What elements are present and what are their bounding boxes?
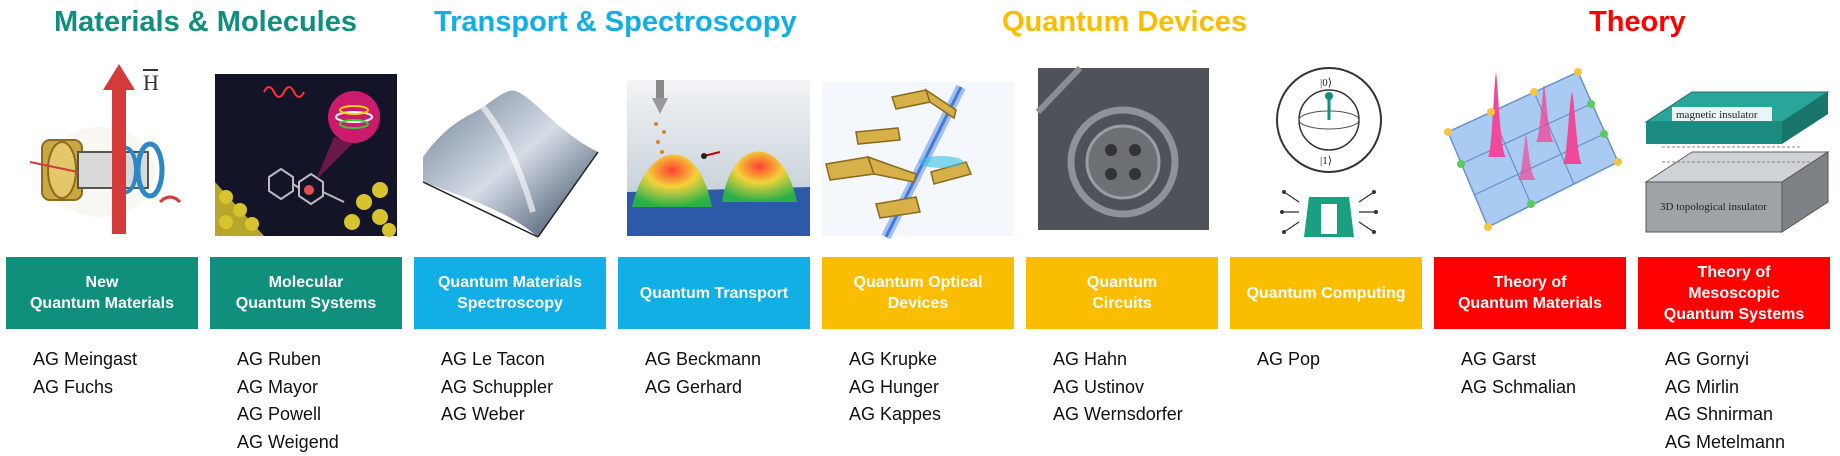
category-title-theory: Theory xyxy=(1589,6,1686,38)
group-item[interactable]: AG Wernsdorfer xyxy=(1053,404,1183,424)
box-line: Quantum Transport xyxy=(639,284,789,302)
box-line: Circuits xyxy=(1092,295,1152,312)
group-list: AG Le Tacon AG Schuppler AG Weber xyxy=(441,346,553,429)
group-list: AG Garst AG Schmalian xyxy=(1461,346,1576,401)
illustration-circuit-micrograph xyxy=(1020,62,1218,242)
box-line: Quantum Materials xyxy=(29,295,175,312)
box-line: Molecular xyxy=(268,274,344,291)
group-item[interactable]: AG Fuchs xyxy=(33,376,114,397)
column-quantum-computing: |0⟩ |1⟩ Quantum Computing AG Pop xyxy=(1224,0,1422,456)
group-item[interactable]: AG Gerhard xyxy=(645,376,743,397)
group-item[interactable]: AG Mirlin xyxy=(1665,376,1740,397)
group-item[interactable]: AG Schmalian xyxy=(1461,376,1577,397)
group-item[interactable]: AG Pop xyxy=(1257,349,1321,369)
magnetic-insulator-label: magnetic insulator xyxy=(1676,109,1758,121)
group-item[interactable]: AG Kappes xyxy=(849,404,942,424)
box-line: Quantum xyxy=(1086,274,1158,291)
box-line: Quantum Systems xyxy=(235,295,377,312)
box-line: Mesoscopic xyxy=(1688,284,1780,302)
group-list: AG Gornyi AG Mirlin AG Shnirman AG Metel… xyxy=(1665,346,1785,456)
group-list: AG Ruben AG Mayor AG Powell AG Weigend xyxy=(237,346,339,456)
group-list: AG Beckmann AG Gerhard xyxy=(645,346,761,401)
box-theory-of-quantum-materials[interactable]: Theory of Quantum Materials xyxy=(1434,257,1626,329)
column-quantum-transport: Quantum Transport AG Beckmann AG Gerhard xyxy=(612,0,810,456)
box-quantum-computing[interactable]: Quantum Computing xyxy=(1230,257,1422,329)
group-item[interactable]: AG Mayor xyxy=(237,376,319,397)
group-item[interactable]: AG Gornyi xyxy=(1665,349,1750,369)
group-list: AG Hahn AG Ustinov AG Wernsdorfer xyxy=(1053,346,1183,429)
group-item[interactable]: AG Krupke xyxy=(849,349,938,369)
category-title-materials: Materials & Molecules xyxy=(54,6,357,38)
group-item[interactable]: AG Weigend xyxy=(237,431,339,452)
illustration-magnetometer: H xyxy=(0,62,198,242)
group-item[interactable]: AG Ustinov xyxy=(1053,376,1145,397)
group-item[interactable]: AG Hahn xyxy=(1053,349,1128,369)
group-list: AG Meingast AG Fuchs xyxy=(33,346,137,401)
group-item[interactable]: AG Ruben xyxy=(237,349,322,369)
group-list: AG Krupke AG Hunger AG Kappes xyxy=(849,346,941,429)
illustration-spectrum-surface xyxy=(408,62,606,242)
illustration-bloch-sphere: |0⟩ |1⟩ xyxy=(1224,62,1422,242)
category-title-devices: Quantum Devices xyxy=(1002,6,1247,38)
column-theory-of-mesoscopic-quantum-systems: magnetic insulator 3D topological insula… xyxy=(1632,0,1830,456)
column-theory-of-quantum-materials: Theory of Quantum Materials AG Garst AG S… xyxy=(1428,0,1626,456)
group-item[interactable]: AG Weber xyxy=(441,404,525,424)
qubit-zero-label: |0⟩ xyxy=(1320,77,1332,89)
illustration-topological-insulator: magnetic insulator 3D topological insula… xyxy=(1632,62,1830,242)
box-line: Quantum Computing xyxy=(1246,284,1406,302)
group-item[interactable]: AG Powell xyxy=(237,404,322,424)
box-line: Quantum Systems xyxy=(1663,305,1805,323)
box-line: Quantum Materials xyxy=(1457,295,1603,312)
group-item[interactable]: AG Schuppler xyxy=(441,376,554,397)
box-line: Quantum Materials xyxy=(437,274,583,291)
group-item[interactable]: AG Metelmann xyxy=(1665,431,1786,452)
box-line: Spectroscopy xyxy=(457,295,563,312)
box-line: Devices xyxy=(887,295,949,312)
box-line: Theory of xyxy=(1493,274,1567,291)
group-item[interactable]: AG Le Tacon xyxy=(441,349,545,369)
illustration-lattice-peaks xyxy=(1428,62,1626,242)
box-line: New xyxy=(85,274,119,291)
box-quantum-transport[interactable]: Quantum Transport xyxy=(618,257,810,329)
illustration-optical-device xyxy=(816,62,1014,242)
illustration-molecule-junction xyxy=(204,62,402,242)
topological-insulator-label: 3D topological insulator xyxy=(1660,201,1767,213)
group-item[interactable]: AG Hunger xyxy=(849,376,940,397)
group-item[interactable]: AG Shnirman xyxy=(1665,404,1774,424)
box-line: Quantum Optical xyxy=(853,274,983,291)
illustration-transport-peaks xyxy=(612,62,810,242)
category-title-transport: Transport & Spectroscopy xyxy=(434,6,797,38)
group-item[interactable]: AG Meingast xyxy=(33,349,138,369)
box-line: Theory of xyxy=(1697,263,1771,281)
group-item[interactable]: AG Garst xyxy=(1461,349,1537,369)
group-list: AG Pop xyxy=(1257,346,1320,374)
qubit-one-label: |1⟩ xyxy=(1320,155,1332,167)
h-field-label: H xyxy=(143,70,159,95)
group-item[interactable]: AG Beckmann xyxy=(645,349,762,369)
